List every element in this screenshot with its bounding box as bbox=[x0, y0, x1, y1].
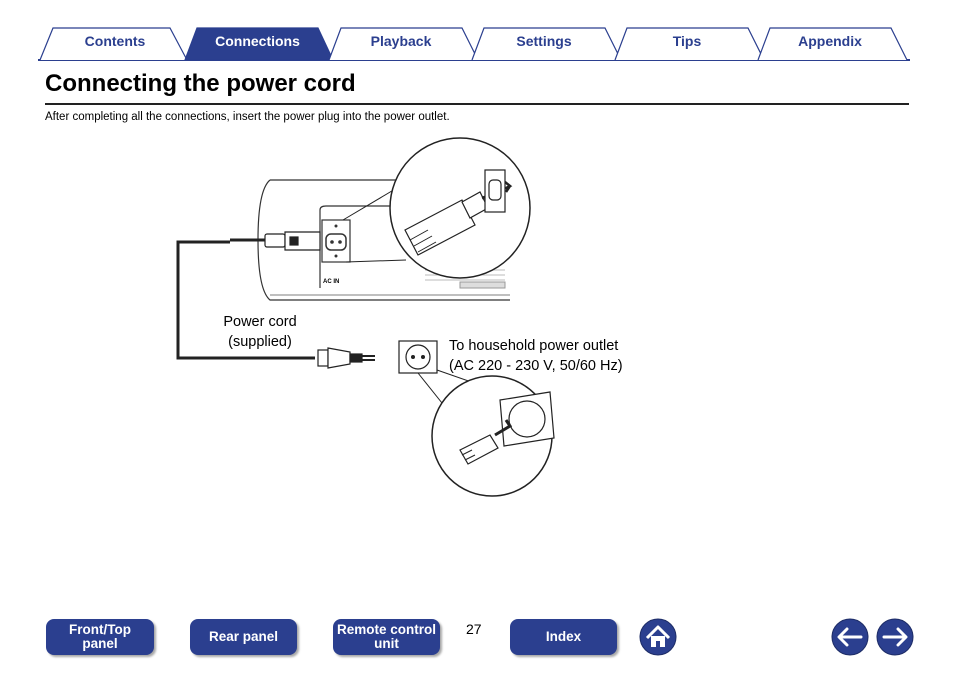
mains-plug bbox=[317, 347, 375, 369]
page-number: 27 bbox=[466, 621, 482, 637]
diagram-illustration: AC IN bbox=[176, 137, 555, 497]
power-cord-label-line2: (supplied) bbox=[228, 334, 292, 350]
inlet-plug bbox=[230, 231, 321, 251]
page-title: Connecting the power cord bbox=[45, 70, 356, 97]
tab-connections-shape[interactable] bbox=[184, 27, 334, 61]
remote-control-label-line1: Remote control bbox=[336, 622, 436, 637]
title-divider bbox=[45, 103, 909, 105]
remote-control-label-line2: unit bbox=[374, 636, 399, 651]
zoom-bubble-inlet bbox=[342, 137, 531, 279]
tab-contents[interactable]: Contents bbox=[84, 33, 146, 49]
rear-panel-button[interactable]: Rear panel bbox=[190, 619, 297, 655]
index-button[interactable]: Index bbox=[510, 619, 617, 655]
zoom-bubble-outlet bbox=[417, 369, 555, 497]
outlet-symbol bbox=[398, 340, 438, 374]
tab-appendix-shape[interactable] bbox=[757, 27, 908, 61]
front-top-panel-label-line2: panel bbox=[82, 636, 118, 651]
outlet-label-line1: To household power outlet bbox=[449, 338, 619, 354]
tab-tips[interactable]: Tips bbox=[672, 33, 702, 49]
home-icon[interactable] bbox=[638, 617, 678, 657]
tab-playback-shape[interactable] bbox=[328, 27, 479, 61]
intro-text: After completing all the connections, in… bbox=[45, 111, 450, 123]
tab-contents-shape[interactable] bbox=[39, 27, 188, 61]
ac-in-port-label: AC IN bbox=[323, 279, 339, 285]
tab-settings-shape[interactable] bbox=[471, 27, 622, 61]
tab-settings[interactable]: Settings bbox=[516, 33, 572, 49]
outlet-label: To household power outlet (AC 220 - 230 … bbox=[449, 336, 623, 376]
front-top-panel-label-line1: Front/Top bbox=[69, 622, 131, 637]
tab-tips-shape[interactable] bbox=[614, 27, 765, 61]
tab-connections[interactable]: Connections bbox=[215, 33, 300, 49]
tab-bar: Contents Connections Playback Settings T… bbox=[0, 0, 954, 64]
power-cord-line bbox=[176, 240, 315, 360]
tab-appendix[interactable]: Appendix bbox=[798, 33, 862, 49]
power-cord-label: Power cord (supplied) bbox=[220, 312, 300, 352]
arrow-right-icon[interactable] bbox=[875, 617, 915, 657]
arrow-left-icon[interactable] bbox=[830, 617, 870, 657]
ac-inlet bbox=[321, 219, 351, 263]
front-top-panel-button[interactable]: Front/Top panel bbox=[46, 619, 154, 655]
remote-control-unit-button[interactable]: Remote control unit bbox=[333, 619, 440, 655]
power-cord-label-line1: Power cord bbox=[223, 314, 297, 330]
power-cord-diagram: AC IN bbox=[170, 130, 690, 510]
tab-playback[interactable]: Playback bbox=[370, 33, 432, 49]
tab-bar-shapes bbox=[38, 27, 910, 61]
outlet-label-line2: (AC 220 - 230 V, 50/60 Hz) bbox=[449, 358, 623, 374]
